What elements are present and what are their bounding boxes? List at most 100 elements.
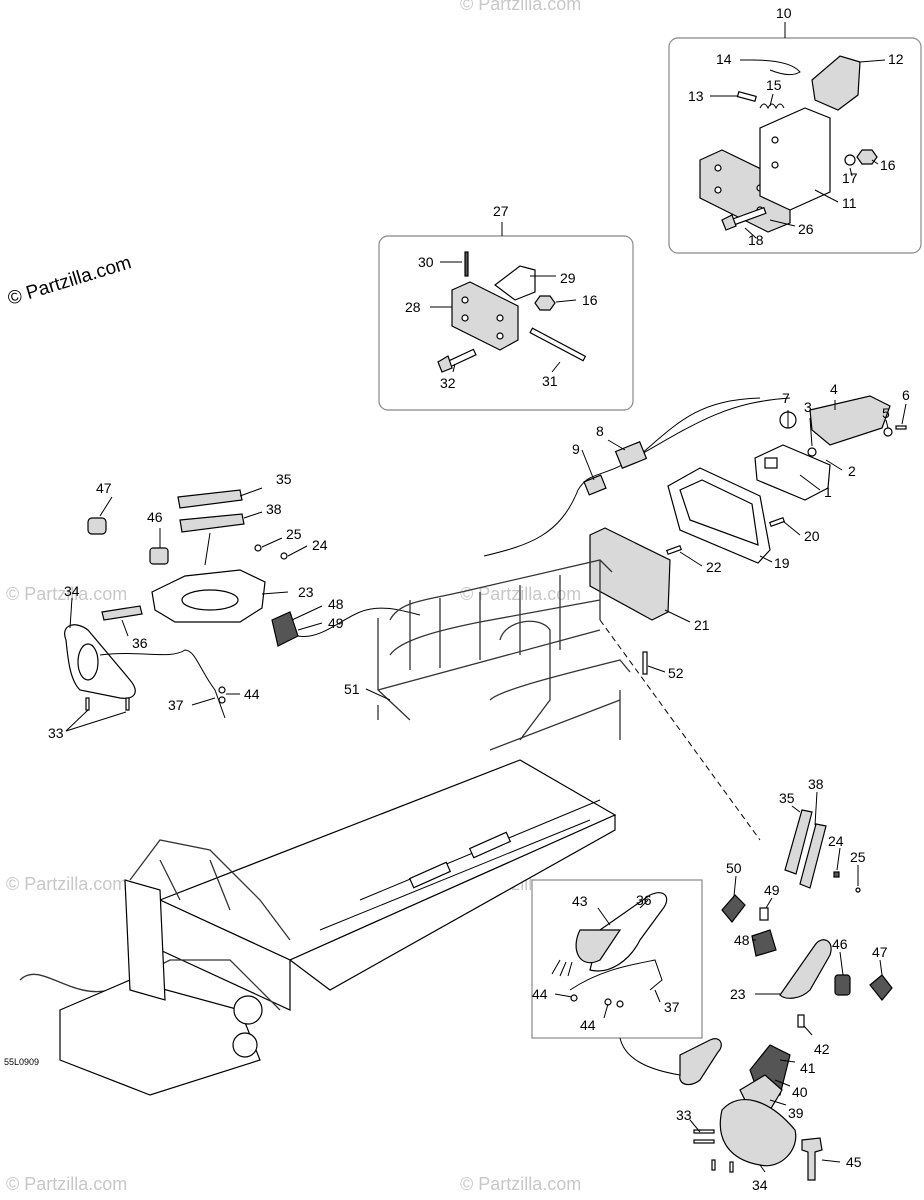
wire-harness: [483, 397, 791, 557]
washer-5: [883, 427, 893, 437]
bolt-52: [642, 651, 648, 675]
callout-44: 44: [244, 686, 260, 702]
callout-33: 33: [676, 1107, 692, 1123]
connector-8: [614, 441, 648, 469]
lens-plate-1: [754, 444, 831, 501]
callout-33: 33: [48, 725, 64, 741]
callout-51: 51: [344, 681, 360, 697]
callout-29: 29: [560, 270, 576, 286]
callout-21: 21: [694, 617, 710, 633]
callout-labels: 10 14 12 15 13 16 17 11 26 18 27 30 29 2…: [48, 5, 910, 1193]
callout-20: 20: [804, 528, 820, 544]
callout-18: 18: [748, 232, 764, 248]
callout-11: 11: [842, 195, 857, 211]
screw-6: [895, 425, 907, 430]
screw-25-left: [254, 544, 262, 552]
screw-33-right-c: [711, 1159, 716, 1171]
callout-16: 16: [582, 292, 598, 308]
callout-24: 24: [312, 537, 328, 553]
knob-47-right: [869, 974, 893, 1001]
callout-43: 43: [572, 893, 588, 909]
left-handle-assembly: [64, 489, 421, 719]
heater-48-left: [271, 611, 299, 647]
cap-50: [721, 894, 746, 923]
light-4: [809, 395, 891, 446]
callout-48: 48: [328, 596, 344, 612]
callout-15: 15: [766, 77, 782, 93]
callout-38: 38: [808, 776, 824, 792]
callout-6: 6: [902, 387, 910, 403]
callout-49: 49: [328, 615, 344, 631]
copyright-text: © Partzilla.com: [5, 252, 134, 310]
callout-41: 41: [800, 1060, 816, 1076]
callout-17: 17: [842, 170, 858, 186]
grip-36-left: [101, 605, 143, 621]
callout-31: 31: [542, 373, 558, 389]
screw-25-right: [855, 887, 861, 893]
callout-42: 42: [814, 1041, 830, 1057]
callout-30: 30: [418, 254, 434, 270]
nut-16-b: [534, 295, 556, 311]
callout-40: 40: [792, 1084, 808, 1100]
callout-25: 25: [286, 526, 302, 542]
callout-52: 52: [668, 665, 684, 681]
pad-21: [589, 527, 671, 621]
callout-46: 46: [832, 936, 848, 952]
watermarks: © Partzilla.com © Partzilla.com © Partzi…: [6, 0, 581, 1194]
bracket-37-left: [99, 649, 226, 719]
spring-15: [759, 103, 785, 110]
watermark-text: © Partzilla.com: [6, 874, 127, 894]
end-cap-46-left: [149, 547, 169, 565]
hitch-pin-14: [751, 59, 801, 76]
washer-17: [844, 154, 856, 166]
nut-44-right-a: [570, 994, 578, 1002]
callout-23: 23: [730, 986, 746, 1002]
callout-44: 44: [580, 1017, 596, 1033]
callout-36: 36: [132, 635, 148, 651]
callout-3: 3: [804, 399, 812, 415]
nut-24-left: [280, 552, 288, 560]
mount-plate-26: [699, 149, 791, 233]
callout-1: 1: [824, 484, 832, 500]
callout-10: 10: [776, 5, 792, 21]
callout-19: 19: [774, 555, 790, 571]
handle-34-left: [64, 624, 136, 699]
inset-box-handle: [531, 879, 703, 1076]
callout-27: 27: [493, 203, 509, 219]
screw-22: [665, 544, 683, 556]
callout-34: 34: [752, 1177, 768, 1193]
knob-47-left: [87, 517, 107, 535]
screw-33-left-a: [85, 697, 90, 711]
roll-pin-13: [736, 91, 757, 102]
watermark-text: © Partzilla.com: [6, 1174, 127, 1194]
inset-box-27: [378, 222, 634, 411]
screw-33-left-b: [125, 697, 130, 711]
wire-49-left: [297, 607, 421, 637]
connector-9: [583, 474, 607, 496]
nut-44-left-b: [218, 696, 226, 704]
callout-26: 26: [798, 221, 814, 237]
callout-47: 47: [96, 480, 112, 496]
callout-13: 13: [688, 88, 704, 104]
callout-37: 37: [664, 999, 680, 1015]
leader-lines: [65, 59, 907, 1173]
screw-20: [768, 516, 786, 528]
grip-35-right: [784, 809, 813, 875]
handle-left-lower: [679, 1038, 722, 1086]
callout-44: 44: [532, 986, 548, 1002]
handle-23-right: [779, 939, 832, 999]
callout-38: 38: [266, 501, 282, 517]
clip-49-right: [759, 907, 769, 921]
callout-35: 35: [779, 790, 795, 806]
taillight-assembly: [483, 395, 907, 621]
callout-28: 28: [405, 299, 421, 315]
right-handle-assembly: [679, 809, 893, 1181]
callout-9: 9: [572, 441, 580, 457]
callout-46: 46: [147, 509, 163, 525]
callout-2: 2: [848, 463, 856, 479]
callout-24: 24: [828, 833, 844, 849]
callout-23: 23: [298, 584, 314, 600]
callout-14: 14: [716, 51, 732, 67]
chassis-tunnel: [19, 619, 761, 1096]
